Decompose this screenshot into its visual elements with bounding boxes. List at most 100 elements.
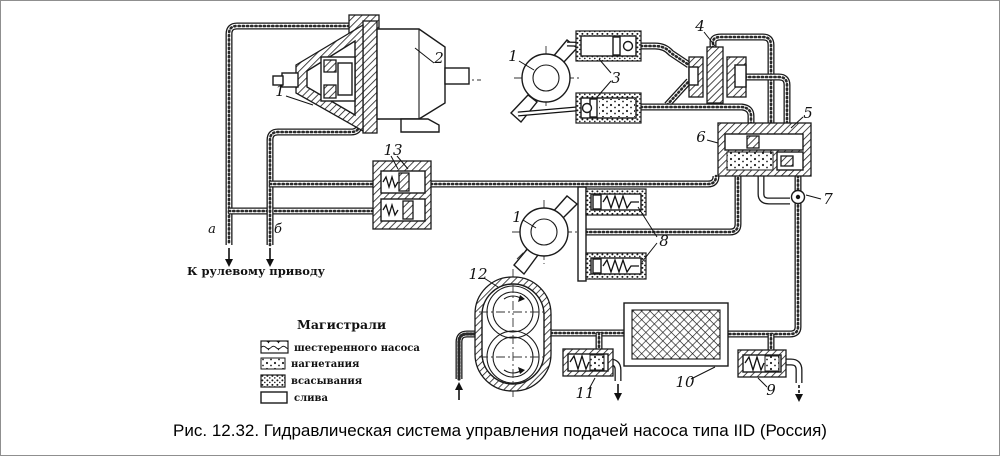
metering-cylinders-3 — [575, 30, 642, 124]
distributor-valve-4 — [688, 46, 747, 104]
pump-drive-body — [376, 28, 446, 120]
legend-title: Магистрали — [297, 317, 386, 332]
valve9-spring — [744, 354, 765, 373]
pipe-pump-to-line-a — [225, 22, 351, 247]
pump-rotor-detail — [337, 62, 353, 96]
fitting7-core — [795, 194, 801, 200]
rotation-arrow-icon — [518, 295, 525, 302]
cylinder8-lower-piston — [592, 258, 602, 274]
drive-foot — [400, 118, 440, 133]
legend-swatch-gear-pump — [260, 340, 289, 354]
cam-disc — [521, 53, 571, 103]
fitting-7 — [790, 189, 806, 205]
pump-mount-plate — [362, 20, 378, 134]
label-9: 9 — [766, 381, 776, 399]
leader-lines — [285, 31, 822, 390]
block6-spool — [746, 135, 760, 149]
block13-spring-top — [382, 174, 399, 190]
flow-arrow-down-drain11-icon — [614, 393, 622, 401]
pump-rotor-detail — [323, 59, 337, 73]
label-13: 13 — [383, 141, 402, 159]
valve11-plug — [589, 354, 605, 371]
label-2: 2 — [433, 49, 444, 67]
cylinder8-upper-spring — [602, 193, 639, 211]
flow-arrow-down-a-icon — [225, 259, 233, 267]
cylinder3-lower-fluid — [599, 99, 635, 117]
pipe-suction-inlet — [455, 330, 477, 381]
flow-arrow-up-suction-icon — [455, 382, 463, 390]
label-1-pump: 1 — [275, 82, 285, 100]
pump-rotor-detail — [323, 84, 337, 99]
legend-swatch-drain — [260, 391, 288, 404]
valve9-plug — [764, 355, 780, 372]
flow-arrow-down-drain9-icon — [795, 394, 803, 402]
relief-valve-9 — [737, 349, 787, 378]
valve4-spool — [706, 46, 724, 104]
pipe-main-discharge — [429, 174, 720, 188]
label-12: 12 — [468, 265, 487, 283]
legend-swatch-discharge — [260, 357, 286, 370]
cam-bore — [530, 218, 558, 246]
valve4-right-notch — [734, 64, 747, 88]
label-1-lower-cam: 1 — [512, 208, 522, 226]
spring-cylinders-8 — [577, 186, 647, 282]
label-line-b: б — [274, 222, 282, 237]
safety-valve-11 — [562, 348, 614, 377]
main-pump-assembly — [272, 14, 481, 134]
pipe-valve4-top-riser — [709, 33, 775, 125]
cylinder3-upper-piston — [612, 36, 621, 56]
control-block-13 — [372, 160, 432, 230]
block6-slot-spool — [780, 155, 794, 167]
label-5: 5 — [803, 104, 813, 122]
pipe-right-riser — [726, 174, 802, 338]
pipe-cyl3-upper-to-valve4 — [639, 42, 691, 68]
control-block-6 — [717, 122, 812, 177]
block13-spool-bottom — [402, 200, 414, 220]
label-3: 3 — [611, 69, 621, 87]
filter-10 — [623, 302, 729, 367]
label-8: 8 — [659, 232, 669, 250]
legend-label-drain: слива — [294, 393, 329, 404]
label-1-upper-cam: 1 — [508, 47, 518, 65]
pipe-branch-to-valve4 — [664, 78, 692, 108]
cylinder3-upper-ball — [622, 40, 634, 52]
legend: Магистрали шестеренного насоса нагнетани… — [260, 317, 420, 404]
pipe-network — [225, 22, 803, 383]
cylinder3-upper-bore — [580, 35, 637, 57]
block6-channel — [724, 133, 804, 151]
pipe-cyl3-lower-to-block6 — [639, 103, 755, 125]
label-6: 6 — [696, 128, 706, 146]
pipe-servo-middle — [584, 174, 742, 236]
valve11-spring — [569, 353, 590, 372]
cylinder3-lower-ball — [581, 102, 593, 114]
legend-label-discharge: нагнетания — [291, 359, 360, 370]
block13-spool-top — [398, 172, 410, 192]
pipe-valve9-drain — [786, 358, 803, 383]
cam-bore — [532, 64, 560, 92]
filter-element — [631, 309, 721, 360]
pipe-block6-drain-u — [757, 176, 790, 205]
follower-frame — [577, 186, 587, 282]
pump-shaft-nut — [272, 75, 284, 86]
label-10: 10 — [675, 373, 695, 391]
flow-arrows — [225, 248, 803, 402]
legend-swatch-suction — [260, 374, 286, 388]
label-line-a: а — [208, 222, 216, 237]
cylinder8-lower-spring — [602, 257, 639, 275]
legend-label-gear-pump: шестеренного насоса — [294, 343, 420, 354]
block6-chamber — [726, 151, 774, 171]
label-4: 4 — [694, 17, 705, 35]
part-number-labels: 1 2 1 3 4 5 6 7 1 8 9 10 11 12 13 а б — [208, 17, 833, 402]
pipe-valve4-right-riser — [743, 73, 791, 125]
flow-arrow-down-b-icon — [266, 259, 274, 267]
cylinder8-upper-piston — [592, 194, 602, 210]
label-7: 7 — [823, 190, 833, 208]
drive-shaft — [444, 67, 470, 85]
to-steering-note: К рулевому приводу — [187, 264, 326, 278]
cam-arm — [509, 94, 538, 124]
lower-cam-mechanism — [512, 195, 579, 276]
figure-caption: Рис. 12.32. Гидравлическая система управ… — [173, 421, 827, 440]
legend-label-suction: всасывания — [291, 376, 363, 387]
pipe-pump-to-line-b — [266, 111, 363, 247]
